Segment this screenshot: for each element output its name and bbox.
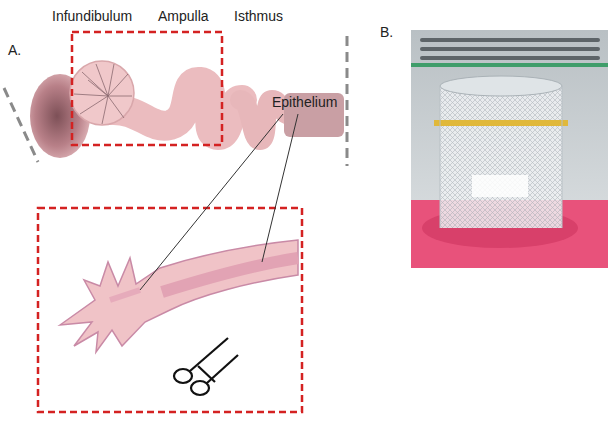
epithelium-fold bbox=[110, 290, 140, 300]
zoom-box bbox=[72, 32, 222, 145]
infundibulum-fimbriae bbox=[70, 61, 134, 125]
cut-line bbox=[346, 36, 349, 166]
part-label: A. bbox=[8, 42, 21, 59]
fimbriae-lines bbox=[74, 64, 132, 124]
part-label: Infundibulum bbox=[52, 8, 132, 25]
leader-line bbox=[140, 114, 283, 290]
part-label: Isthmus bbox=[234, 8, 283, 25]
photo bbox=[411, 30, 608, 268]
part-label: Epithelium bbox=[272, 94, 337, 111]
epithelium-fold bbox=[162, 258, 298, 292]
opened-oviduct bbox=[60, 240, 298, 352]
scissors-icon bbox=[174, 338, 238, 395]
zoom-box bbox=[38, 208, 302, 412]
leader-line bbox=[262, 114, 298, 262]
part-label: B. bbox=[380, 24, 393, 41]
part-label: Ampulla bbox=[158, 8, 209, 25]
